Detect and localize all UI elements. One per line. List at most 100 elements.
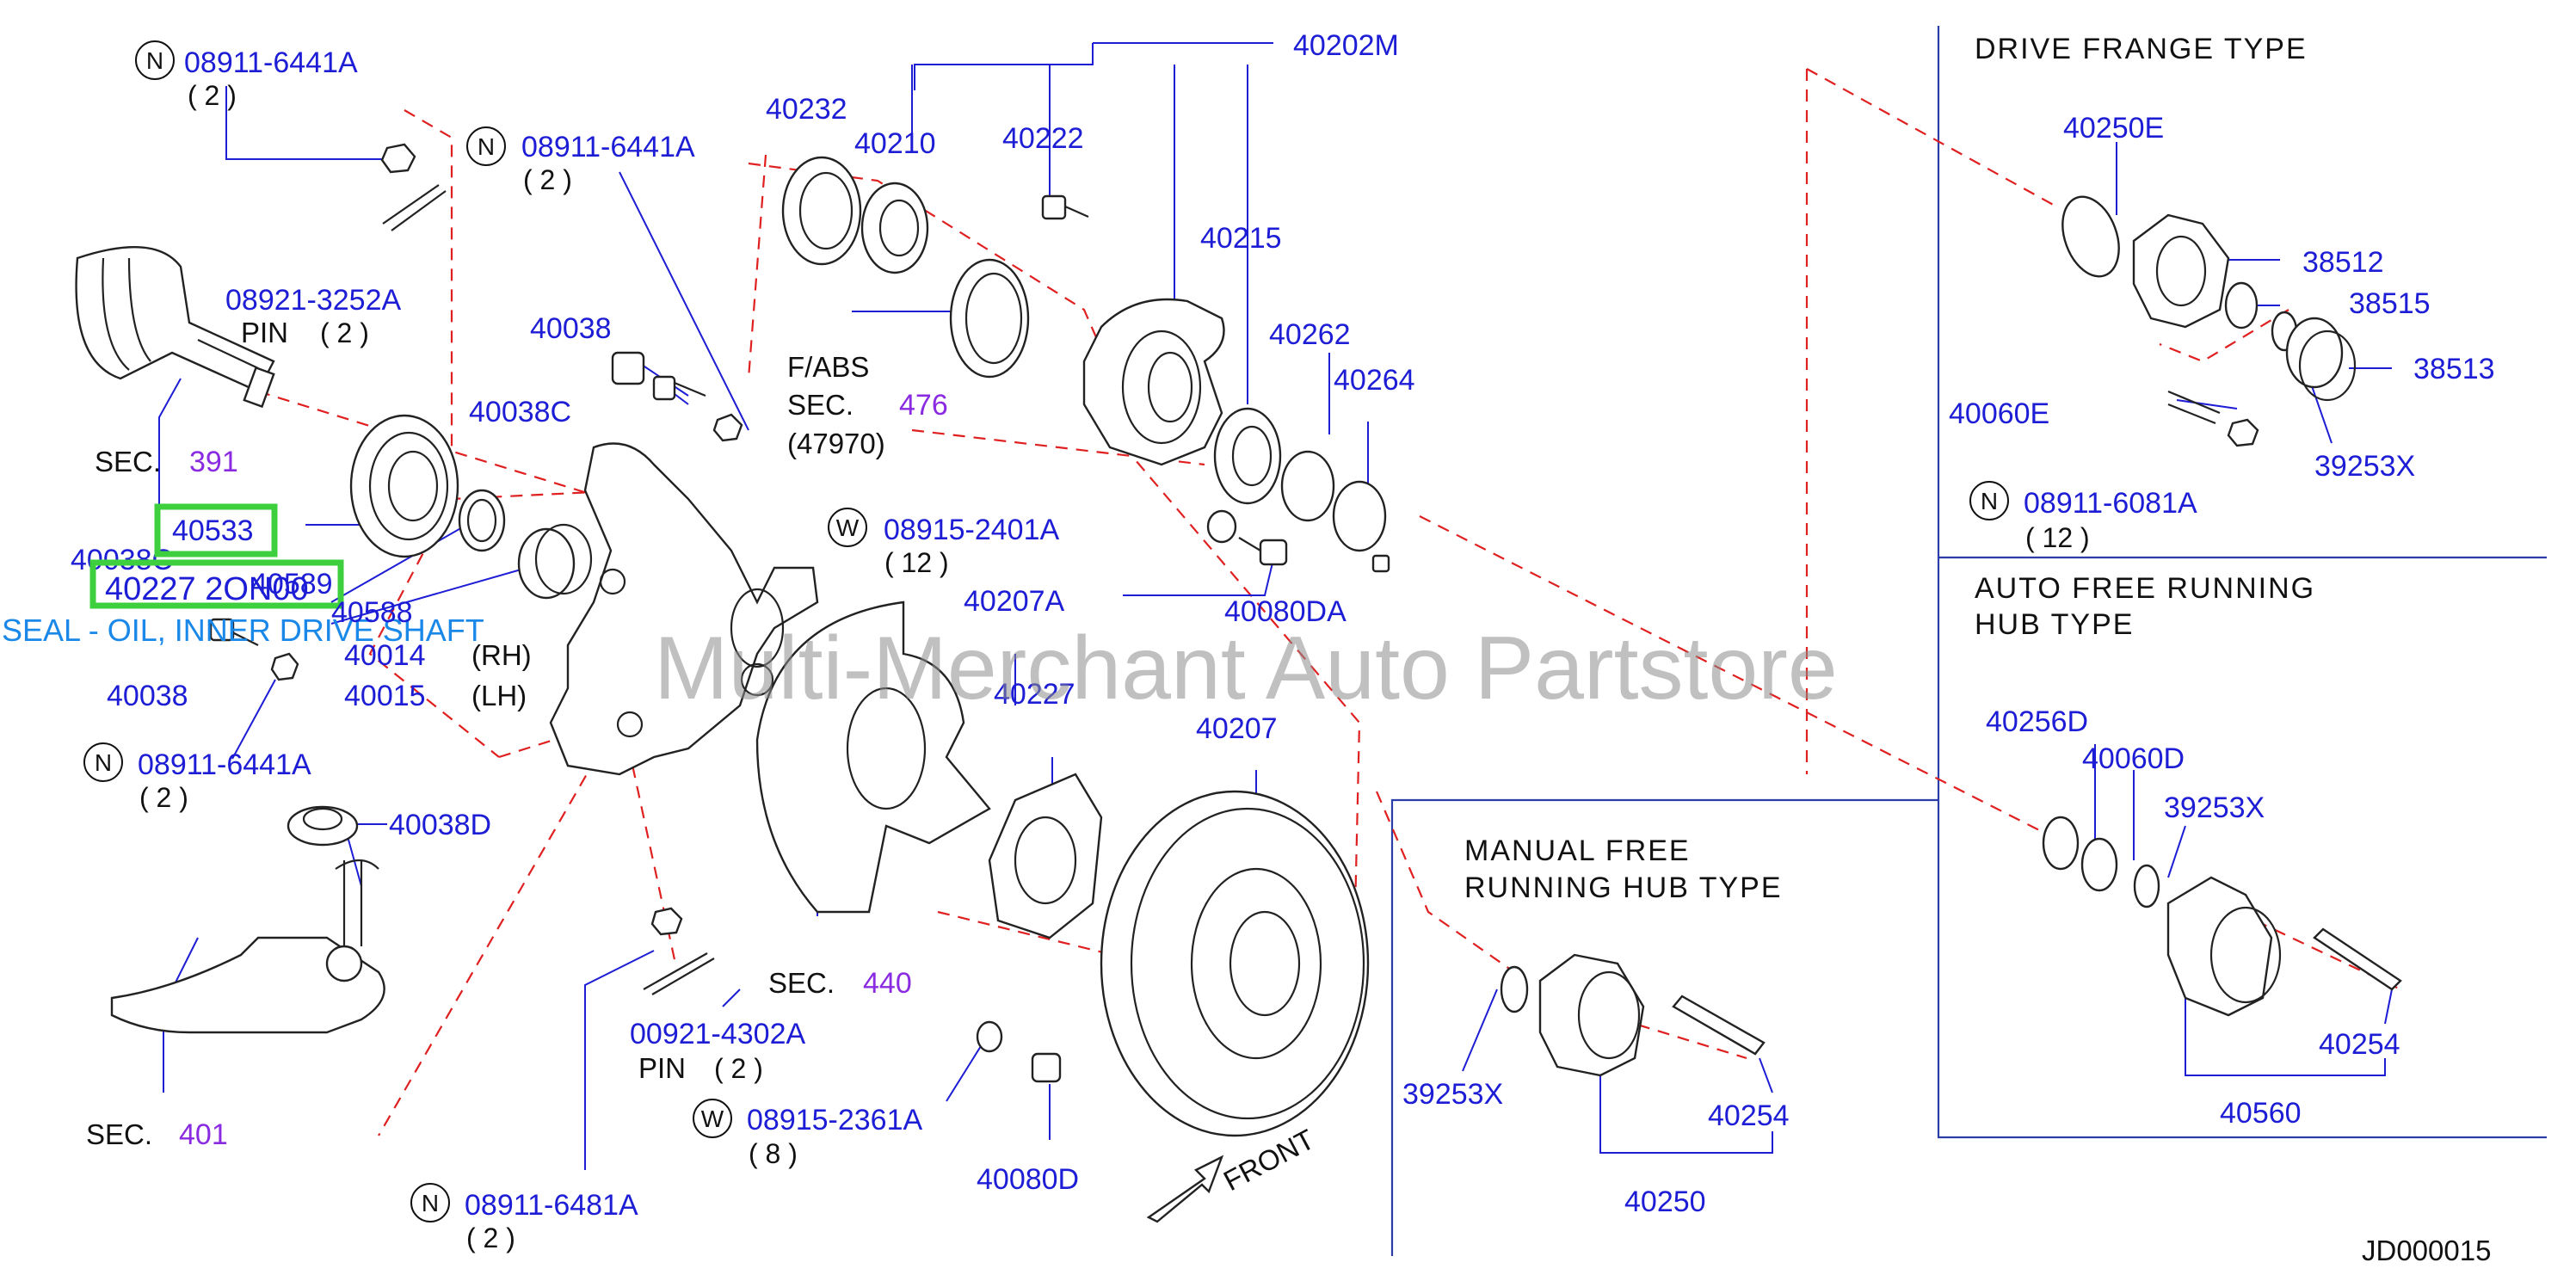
svg-text:N: N [478, 133, 495, 160]
bolt-40254-auto [2313, 927, 2402, 991]
label-40264[interactable]: 40264 [1334, 364, 1415, 397]
label-40080d[interactable]: 40080D [977, 1163, 1079, 1196]
drive-flange-frame [1937, 26, 2547, 1139]
bolt-40080da [1259, 539, 1288, 566]
washer-lower [976, 1020, 1003, 1053]
label-40232[interactable]: 40232 [766, 93, 847, 126]
label-40222[interactable]: 40222 [1002, 122, 1084, 155]
front-arrow-icon [1146, 1155, 1224, 1223]
label-40215[interactable]: 40215 [1200, 222, 1282, 255]
label-39253x-1[interactable]: 39253X [2314, 450, 2415, 483]
svg-text:SEC.: SEC. [86, 1118, 152, 1150]
tooltip-seal: SEAL - OIL, INNER DRIVE SHAFT [2, 613, 484, 648]
manual-free-frame [1390, 798, 1938, 1256]
label-40254-b[interactable]: 40254 [1708, 1099, 1790, 1132]
svg-text:( 12 ): ( 12 ) [2025, 522, 2090, 553]
snap-39253x-auto [2133, 864, 2160, 908]
label-40533[interactable]: 40533 [172, 514, 254, 547]
nut-08911-6081a [2227, 418, 2259, 447]
svg-text:(LH): (LH) [471, 680, 527, 711]
label-40060d[interactable]: 40060D [2082, 742, 2185, 775]
label-40250[interactable]: 40250 [1624, 1186, 1706, 1218]
n-marker-icon [83, 742, 123, 782]
hub-40560 [2166, 876, 2282, 1017]
label-40250e[interactable]: 40250E [2063, 112, 2164, 145]
label-38512[interactable]: 38512 [2302, 246, 2384, 279]
bolt-40080d [1031, 1052, 1062, 1083]
header-manual-free-2: RUNNING HUB TYPE [1464, 871, 1783, 904]
label-38513[interactable]: 38513 [2413, 353, 2495, 385]
label-40038d[interactable]: 40038D [389, 809, 491, 841]
svg-text:( 2 ): ( 2 ) [188, 80, 237, 111]
svg-text:( 2 ): ( 2 ) [523, 164, 572, 195]
header-drive-flange: DRIVE FRANGE TYPE [1975, 33, 2308, 65]
label-08911-6441a-3[interactable]: 08911-6441A [138, 748, 311, 781]
label-40038-b[interactable]: 40038 [107, 680, 188, 712]
label-40080da[interactable]: 40080DA [1224, 595, 1347, 628]
label-08915-2401a[interactable]: 08915-2401A [884, 514, 1060, 546]
bolt-40038-lower [209, 618, 299, 681]
label-08921-3252a[interactable]: 08921-3252A [225, 284, 402, 317]
stud-40060e [2167, 390, 2221, 425]
label-40038-a[interactable]: 40038 [530, 312, 612, 345]
label-40202m[interactable]: 40202M [1293, 29, 1399, 62]
label-sec-391[interactable]: 391 [189, 446, 238, 478]
label-40210[interactable]: 40210 [854, 127, 936, 160]
label-sec-476[interactable]: 476 [899, 389, 948, 422]
svg-text:SEC.: SEC. [768, 967, 835, 999]
label-40014[interactable]: 40014 [344, 639, 426, 672]
label-38515[interactable]: 38515 [2349, 287, 2431, 320]
label-40207a[interactable]: 40207A [964, 585, 1065, 618]
label-40207[interactable]: 40207 [1196, 712, 1278, 745]
hub-40250 [1538, 953, 1645, 1077]
bolt-40038-upper [611, 351, 743, 442]
header-auto-free-2: HUB TYPE [1975, 608, 2134, 641]
cap-40250e [2061, 195, 2120, 278]
hub-assembly [1082, 298, 1225, 466]
backing-plate [755, 600, 991, 914]
label-40588[interactable]: 40588 [331, 596, 413, 629]
n-marker-icon [466, 126, 506, 166]
n-marker-icon [410, 1183, 450, 1222]
label-sec-440[interactable]: 440 [863, 967, 912, 1000]
snap-39253x-manual [1500, 965, 1529, 1013]
steering-knuckle [549, 442, 819, 776]
label-08911-6081a[interactable]: 08911-6081A [2024, 487, 2197, 520]
label-39253x-3[interactable]: 39253X [1402, 1078, 1503, 1111]
seal-40232 [781, 156, 862, 266]
cotter-pin-1 [382, 184, 447, 231]
label-40560[interactable]: 40560 [2220, 1097, 2302, 1130]
label-08911-6441a-2[interactable]: 08911-6441A [521, 131, 695, 163]
label-40038c-a[interactable]: 40038C [469, 396, 571, 428]
label-40015[interactable]: 40015 [344, 680, 426, 712]
label-40262[interactable]: 40262 [1269, 318, 1351, 351]
svg-text:SEC.: SEC. [787, 389, 854, 421]
svg-text:( 12 ): ( 12 ) [884, 547, 949, 578]
label-highlight-overlay[interactable]: 40227 2ON00 [105, 571, 309, 607]
label-39253x-2[interactable]: 39253X [2164, 791, 2265, 824]
washer-40262 [1280, 450, 1335, 522]
label-40256d[interactable]: 40256D [1986, 705, 2088, 738]
svg-text:W: W [701, 1105, 724, 1132]
washer-40060d [2080, 837, 2118, 892]
label-40254-a[interactable]: 40254 [2319, 1028, 2400, 1061]
label-08911-6481a[interactable]: 08911-6481A [465, 1189, 638, 1222]
highlight-box-overlay [89, 559, 344, 609]
svg-text:N: N [422, 1190, 439, 1216]
w-marker-icon [828, 508, 867, 547]
label-00921-4302a[interactable]: 00921-4302A [630, 1018, 806, 1050]
nut-lower [650, 907, 683, 936]
svg-text:( 2 ): ( 2 ) [139, 782, 188, 813]
svg-text:( 2 ): ( 2 ) [320, 317, 369, 348]
svg-text:(RH): (RH) [471, 639, 532, 671]
caliper-bracket-40227 [988, 773, 1103, 939]
label-40589[interactable]: 40589 [251, 568, 333, 600]
washer-40256d [2042, 816, 2080, 871]
label-08915-2361a[interactable]: 08915-2361A [747, 1104, 923, 1136]
label-40227[interactable]: 40227 [994, 678, 1075, 711]
label-08911-6441a-1[interactable]: 08911-6441A [184, 46, 358, 79]
abs-ring [949, 258, 1030, 379]
label-sec-401[interactable]: 401 [179, 1118, 228, 1151]
label-40060e[interactable]: 40060E [1949, 397, 2049, 430]
